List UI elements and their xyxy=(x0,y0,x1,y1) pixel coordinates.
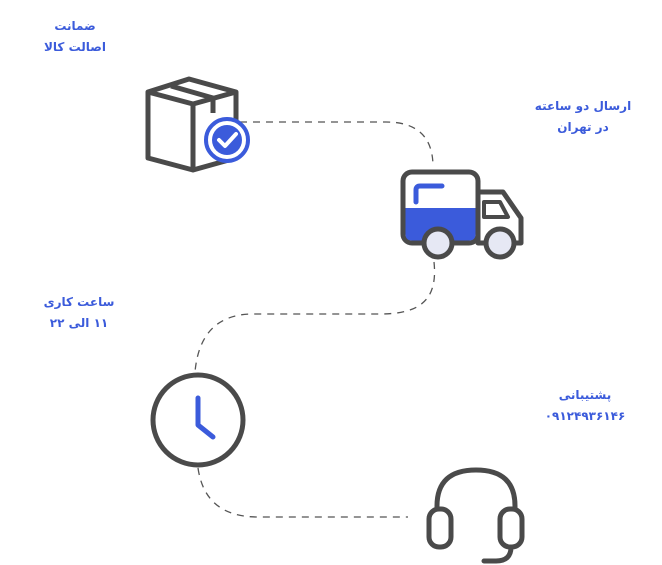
feature-title: ساعت کاری xyxy=(43,295,115,309)
feature-working-hours: ساعت کاری ۱۱ الی ۲۲ xyxy=(34,292,124,334)
clock-icon xyxy=(150,372,246,468)
feature-title: ضمانت xyxy=(54,19,96,33)
feature-subtitle: اصالت کالا xyxy=(43,40,107,54)
feature-guarantee: ضمانت اصالت کالا xyxy=(30,16,120,58)
dashed-connector xyxy=(194,121,436,518)
support-phone: ۰۹۱۲۴۹۳۶۱۴۶ xyxy=(544,409,626,423)
headset-icon xyxy=(426,467,525,564)
feature-support: پشتیبانی ۰۹۱۲۴۹۳۶۱۴۶ xyxy=(530,385,640,427)
feature-title: ارسال دو ساعته xyxy=(534,99,632,113)
feature-subtitle: ۱۱ الی ۲۲ xyxy=(49,316,109,330)
feature-title: پشتیبانی xyxy=(558,388,612,402)
delivery-truck-icon xyxy=(400,169,524,260)
feature-delivery: ارسال دو ساعته در تهران xyxy=(528,96,638,138)
feature-subtitle: در تهران xyxy=(557,120,609,134)
box-check-icon xyxy=(145,76,250,173)
